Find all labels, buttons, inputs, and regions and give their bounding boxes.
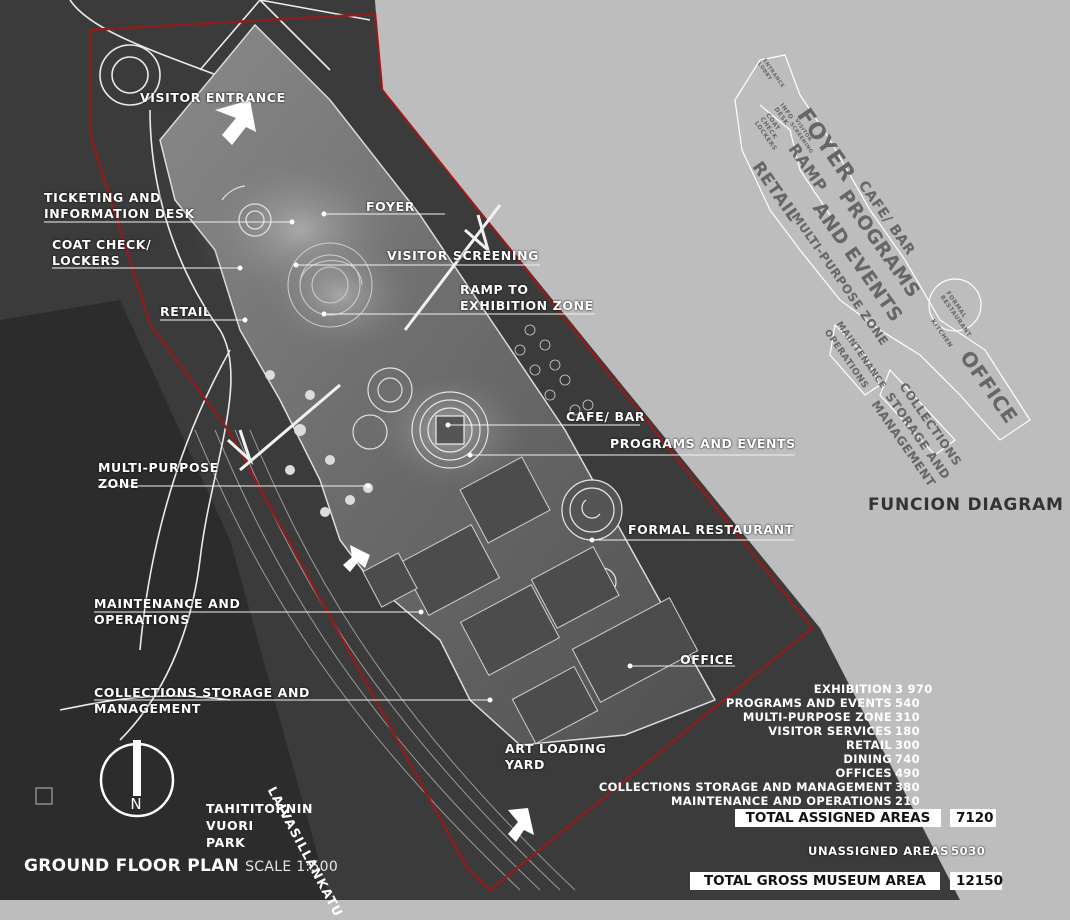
service-rooms <box>362 456 699 745</box>
area-value: 490 <box>895 766 920 780</box>
label-ticketing: TICKETING AND INFORMATION DESK <box>44 190 195 221</box>
north-letter: N <box>130 795 142 813</box>
function-diagram-title: FUNCION DIAGRAM <box>868 495 1064 515</box>
multipurpose-trees <box>265 370 373 517</box>
unassigned-label: UNASSIGNED AREAS <box>808 844 950 858</box>
label-visitor-entrance: VISITOR ENTRANCE <box>140 90 286 105</box>
cafe-round <box>352 367 413 450</box>
label-retail: RETAIL <box>160 304 212 319</box>
total-gross-value: 12150 <box>950 872 1003 890</box>
leader-lines <box>44 213 795 701</box>
area-name: MAINTENANCE AND OPERATIONS <box>671 794 892 808</box>
label-collections: COLLECTIONS STORAGE AND MANAGEMENT <box>94 685 310 716</box>
terrace-pattern <box>514 324 594 416</box>
area-value: 540 <box>895 696 920 710</box>
area-value: 180 <box>895 724 920 738</box>
area-name: COLLECTIONS STORAGE AND MANAGEMENT <box>598 780 892 794</box>
auditorium <box>411 391 489 469</box>
area-value: 210 <box>895 794 920 808</box>
ticket-desk <box>221 185 272 237</box>
plan-scale: SCALE 1:500 <box>245 859 339 875</box>
park-name: TAHITITORNIN VUORI PARK <box>206 801 314 850</box>
area-name: OFFICES <box>835 766 892 780</box>
total-assigned-label: TOTAL ASSIGNED AREAS <box>735 809 941 827</box>
area-value: 380 <box>895 780 920 794</box>
label-visitor-screening: VISITOR SCREENING <box>387 248 540 263</box>
label-office: OFFICE <box>680 652 734 667</box>
label-formal-restaurant: FORMAL RESTAURANT <box>628 522 794 537</box>
area-value: 300 <box>895 738 920 752</box>
area-name: EXHIBITION <box>813 682 892 696</box>
site-boundary <box>88 12 814 892</box>
label-programs-events: PROGRAMS AND EVENTS <box>610 436 796 451</box>
area-value: 3 970 <box>895 682 933 696</box>
area-name: DINING <box>843 752 892 766</box>
label-art-loading: ART LOADING YARD <box>505 741 607 772</box>
area-name: RETAIL <box>846 738 892 752</box>
spiral-ramp <box>287 242 373 328</box>
loading-arrow-icon <box>508 808 534 842</box>
total-gross-label: TOTAL GROSS MUSEUM AREA <box>690 872 940 890</box>
function-diagram-shape <box>734 54 1031 456</box>
plan-title-text: GROUND FLOOR PLAN <box>24 856 240 876</box>
label-maintenance: MAINTENANCE AND OPERATIONS <box>94 596 241 627</box>
total-assigned-value: 7120 <box>950 809 996 827</box>
section-marks <box>226 204 502 472</box>
unassigned-value: 5030 <box>951 844 986 858</box>
water-edge <box>375 0 1070 900</box>
site-paths <box>59 0 371 741</box>
north-arrow-icon <box>99 740 175 818</box>
label-multi-purpose: MULTI-PURPOSE ZONE <box>98 460 219 491</box>
plan-title: GROUND FLOOR PLAN SCALE 1:500 <box>24 856 338 876</box>
leader-dots <box>237 211 633 703</box>
plan-drawing <box>0 0 1070 900</box>
park-ground <box>0 300 330 900</box>
label-ramp: RAMP TO EXHIBITION ZONE <box>460 282 594 313</box>
area-value: 740 <box>895 752 920 766</box>
entrance-arrow-icon <box>215 100 256 145</box>
area-name: MULTI-PURPOSE ZONE <box>742 710 892 724</box>
service-arrow-icon <box>343 545 370 572</box>
area-value: 310 <box>895 710 920 724</box>
park-marker-icon <box>35 787 53 805</box>
label-cafe-bar: CAFE/ BAR <box>566 409 646 424</box>
area-name: PROGRAMS AND EVENTS <box>725 696 892 710</box>
area-name: VISITOR SERVICES <box>768 724 892 738</box>
label-coat-check: COAT CHECK/ LOCKERS <box>52 237 152 268</box>
label-foyer: FOYER <box>366 199 415 214</box>
